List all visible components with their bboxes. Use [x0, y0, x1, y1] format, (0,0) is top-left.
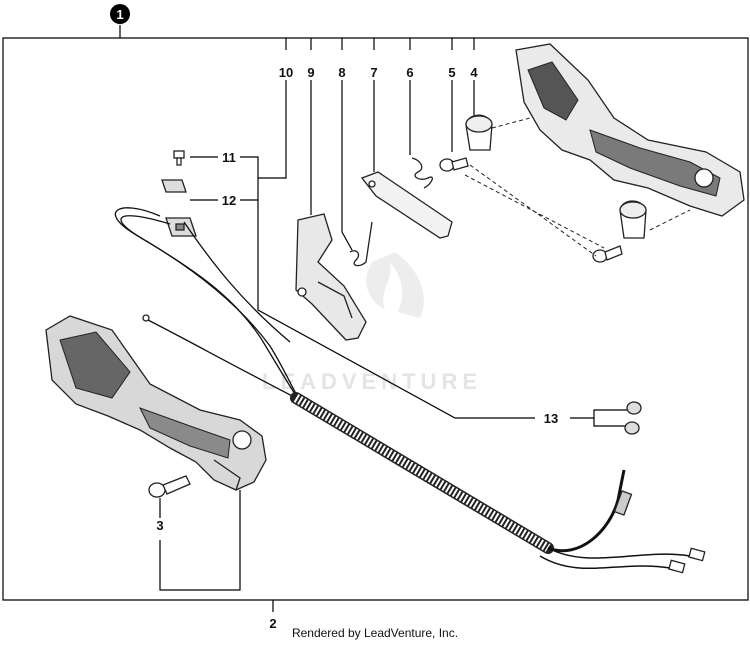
clamp-lower: [619, 200, 647, 239]
callout-1: 1: [110, 4, 130, 24]
leaders-11-12: [190, 156, 535, 419]
callout-13: 13: [544, 411, 558, 426]
trigger-part-9: [295, 213, 367, 341]
lever-part-7: [360, 171, 453, 239]
watermark: LEADVENTURE: [262, 252, 482, 394]
switch-plate-part-12: [161, 179, 197, 237]
spring-part-8: [349, 221, 373, 267]
leader-13: [570, 409, 628, 427]
handle-right-half: [515, 43, 745, 217]
wire-harness: [114, 207, 303, 405]
assembly-bracket: [2, 25, 749, 612]
handle-left-half: [45, 315, 267, 491]
nuts-part-13: [624, 401, 642, 435]
callout-9: 9: [307, 65, 314, 80]
spring-part-6: [411, 157, 434, 189]
screw-part-3: [148, 475, 191, 498]
screw-part-11: [173, 150, 185, 166]
callout-2: 2: [269, 616, 276, 631]
callout-7: 7: [370, 65, 377, 80]
callout-5: 5: [448, 65, 455, 80]
watermark-text: LEADVENTURE: [262, 369, 482, 394]
top-leaders: [258, 38, 475, 251]
alignment-lines: [464, 117, 691, 257]
leader-3: [159, 490, 241, 591]
callout-11: 11: [222, 150, 236, 165]
callout-12: 12: [222, 193, 236, 208]
callout-6: 6: [406, 65, 413, 80]
callout-1-label: 1: [116, 7, 123, 22]
bolt-part-5: [439, 157, 469, 172]
callout-8: 8: [338, 65, 345, 80]
callout-4: 4: [470, 65, 478, 80]
bolt-lower: [592, 245, 623, 263]
clamp-part-4: [465, 114, 493, 151]
callout-10: 10: [279, 65, 293, 80]
cable-sheath: [290, 392, 706, 574]
callout-3: 3: [156, 518, 163, 533]
footer-credit: Rendered by LeadVenture, Inc.: [292, 626, 458, 640]
